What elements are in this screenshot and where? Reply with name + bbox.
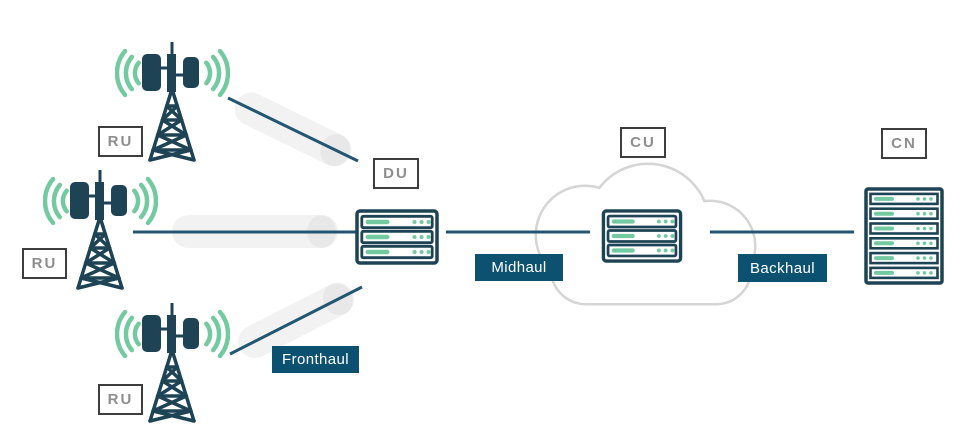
server-icon xyxy=(355,209,439,265)
backhaul-label: Backhaul xyxy=(738,254,827,282)
ru-label-bottom: RU xyxy=(98,384,143,415)
server-icon xyxy=(601,209,683,263)
fronthaul-line-top xyxy=(227,96,359,163)
server-rack-icon xyxy=(864,187,944,285)
fronthaul-line-bottom xyxy=(229,285,363,356)
du-label: DU xyxy=(373,158,419,189)
fronthaul-label: Fronthaul xyxy=(272,346,359,373)
ru-label-middle: RU xyxy=(22,248,67,279)
cn-label: CN xyxy=(881,128,927,159)
midhaul-label: Midhaul xyxy=(475,254,563,281)
ru-label-top: RU xyxy=(98,126,143,157)
cu-label: CU xyxy=(620,127,666,158)
